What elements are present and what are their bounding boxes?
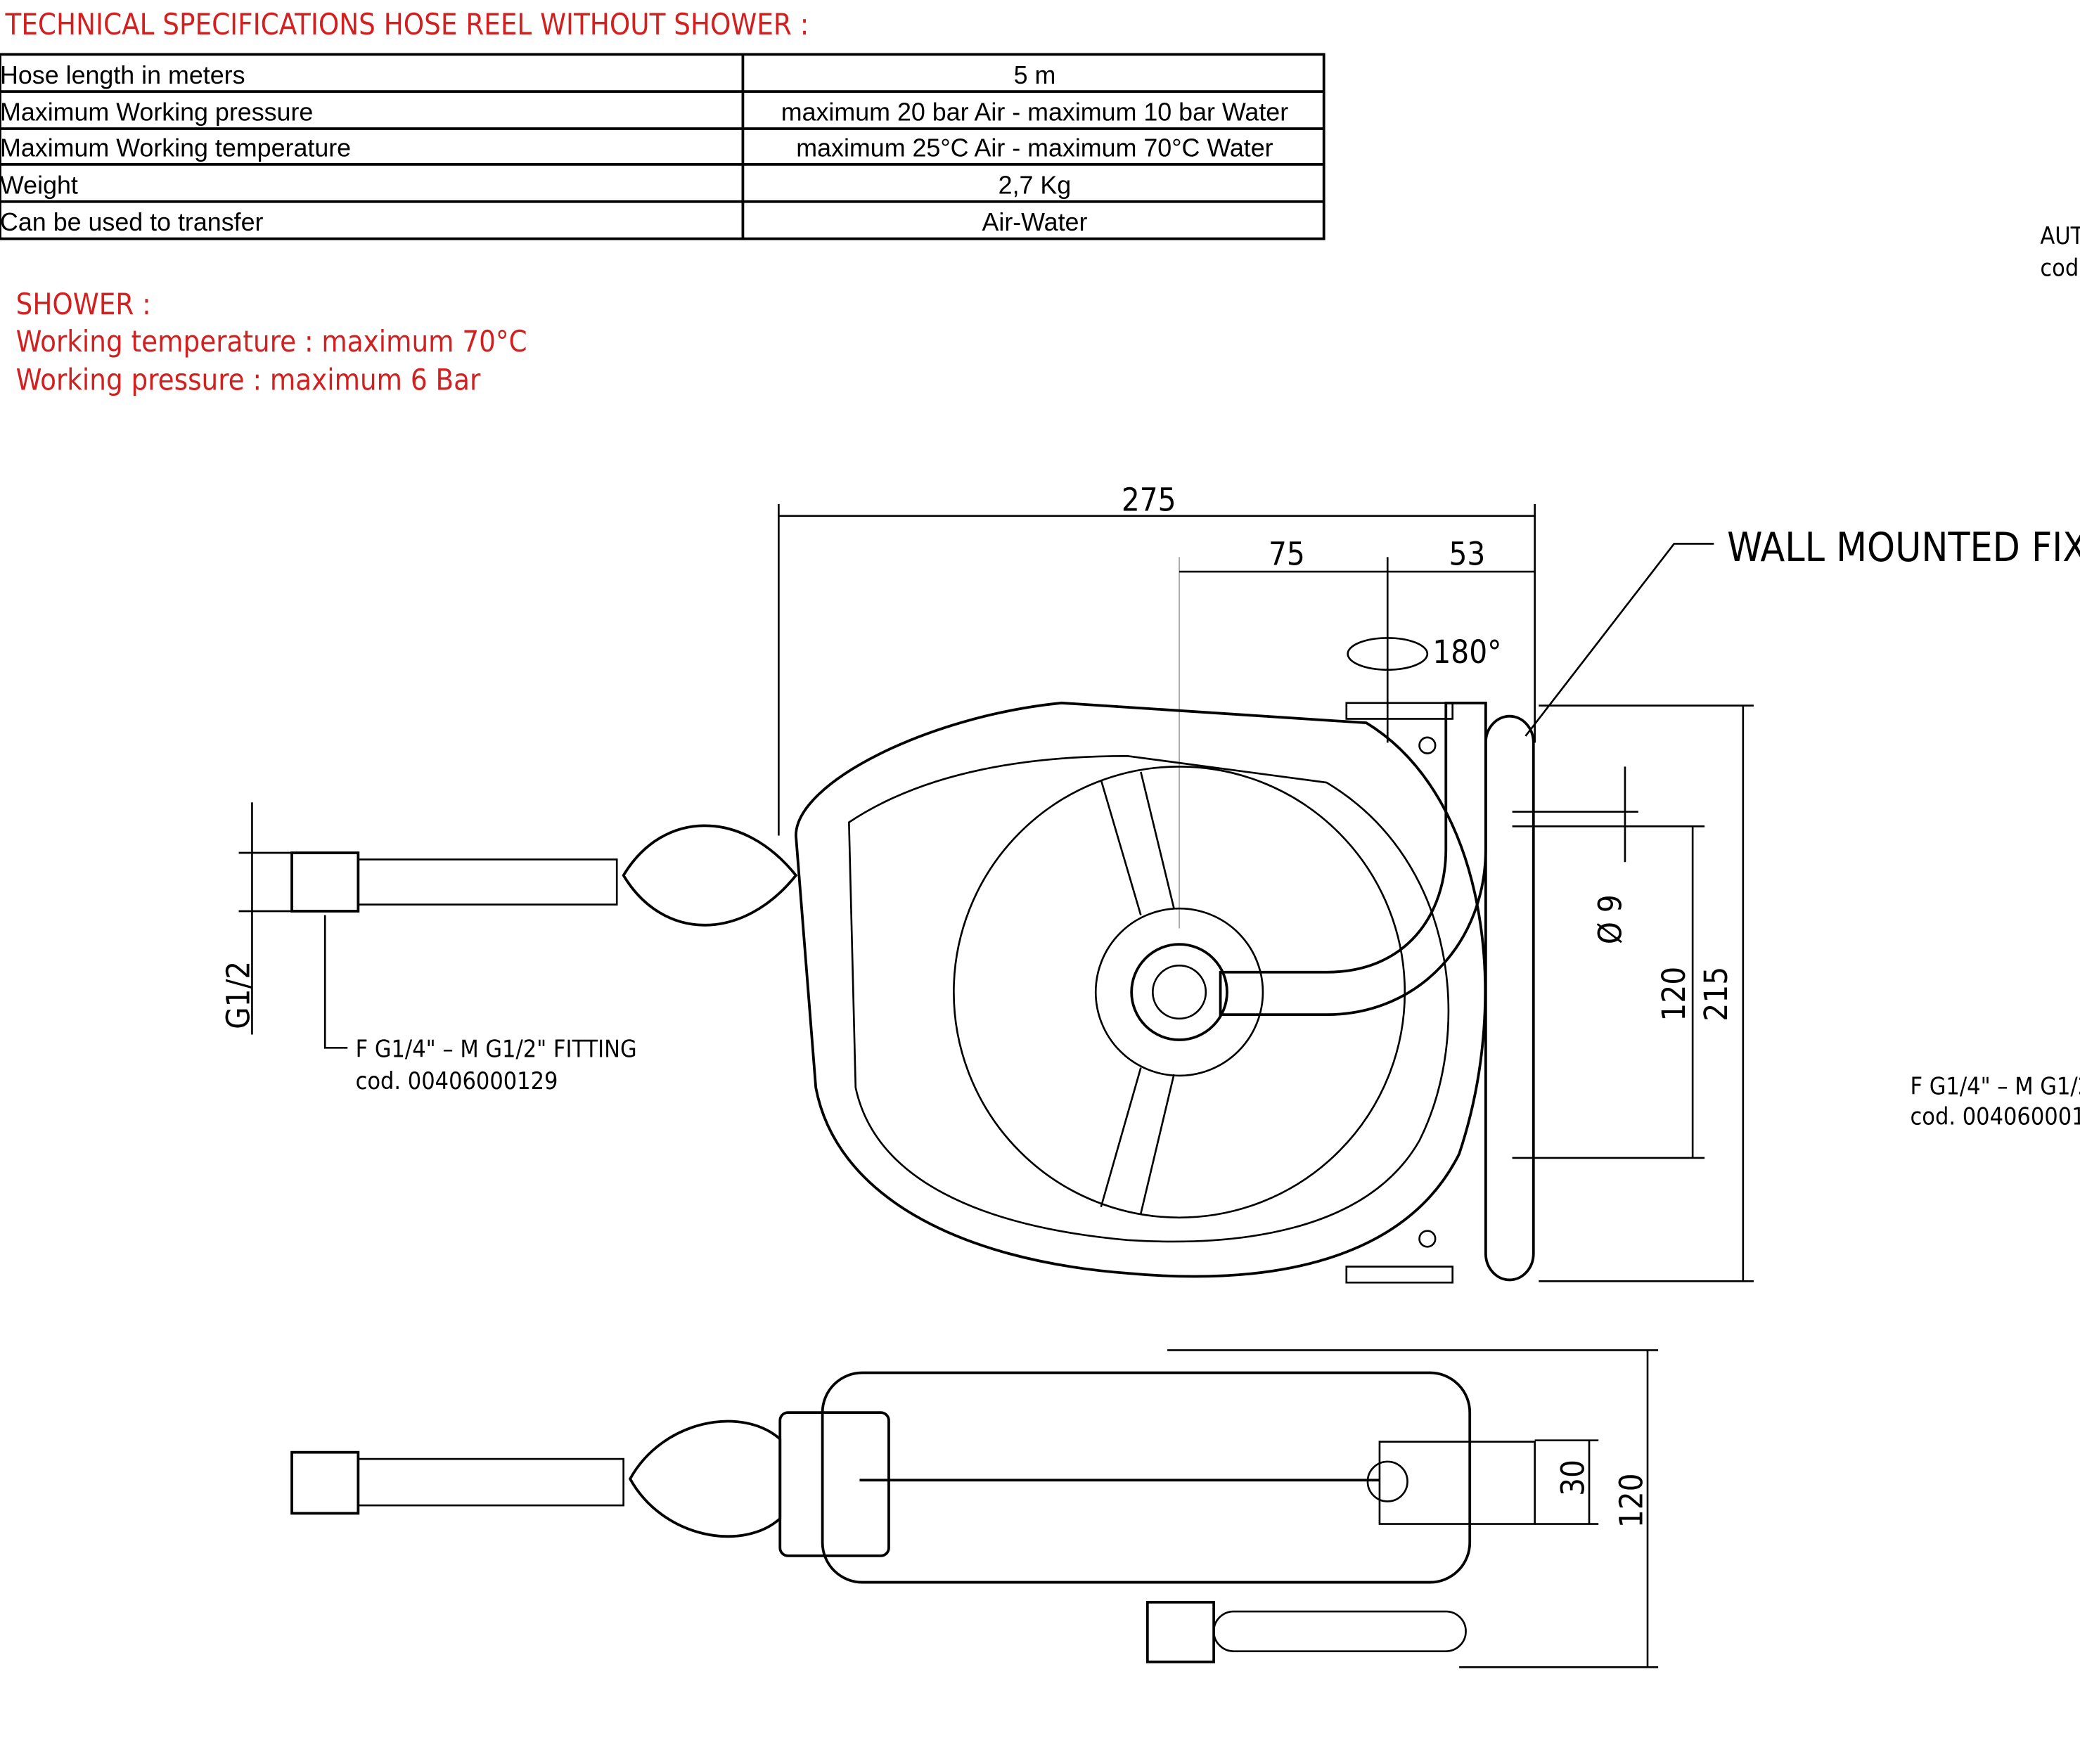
right-fitting-label: F G1/4" – M G1/2" bbox=[1911, 1072, 2080, 1100]
side-note-code: cod. bbox=[2040, 254, 2080, 282]
thread-size: G1/2 bbox=[220, 961, 257, 1029]
rotation-arrow-icon bbox=[1347, 637, 1429, 671]
shower-heading: SHOWER : bbox=[16, 287, 151, 321]
dim-30: 30 bbox=[1554, 1460, 1591, 1496]
spec-value: Air-Water bbox=[982, 208, 1087, 236]
dim-120-side: 120 bbox=[1612, 1473, 1650, 1528]
rotation-label: 180° bbox=[1432, 633, 1501, 671]
spec-label: Maximum Working pressure bbox=[0, 98, 313, 127]
spec-table: Hose length in meters 5 m Maximum Workin… bbox=[0, 53, 1325, 240]
spec-label: Hose length in meters bbox=[0, 61, 245, 89]
hose-reel-front-view: 275 75 53 180° WALL MOUNTED FIXING bbox=[220, 481, 2080, 1284]
spec-value: 2,7 Kg bbox=[999, 171, 1072, 199]
side-note: AUTO bbox=[2040, 222, 2080, 250]
hose-reel-side-view: 30 120 bbox=[290, 1349, 1659, 1668]
spec-value: 5 m bbox=[1014, 61, 1056, 89]
spec-label: Weight bbox=[0, 171, 78, 199]
dim-hole-diameter: Ø 9 bbox=[1591, 894, 1629, 944]
spec-title: TECHNICAL SPECIFICATIONS HOSE REEL WITHO… bbox=[5, 7, 809, 41]
dim-215: 215 bbox=[1697, 967, 1735, 1022]
dim-75: 75 bbox=[1269, 536, 1305, 573]
dim-53: 53 bbox=[1449, 536, 1486, 573]
fitting-code: cod. 00406000129 bbox=[356, 1067, 558, 1095]
spec-value: maximum 25°C Air - maximum 70°C Water bbox=[796, 134, 1273, 162]
dim-total-width: 275 bbox=[1122, 481, 1176, 518]
shower-pressure: Working pressure : maximum 6 Bar bbox=[16, 363, 481, 397]
wall-fixing-label: WALL MOUNTED FIXING bbox=[1727, 524, 2080, 571]
spec-value: maximum 20 bar Air - maximum 10 bar Wate… bbox=[781, 98, 1288, 127]
spec-label: Can be used to transfer bbox=[0, 208, 263, 236]
spec-label: Maximum Working temperature bbox=[0, 134, 351, 162]
fitting-label: F G1/4" – M G1/2" FITTING bbox=[356, 1036, 637, 1064]
shower-temperature: Working temperature : maximum 70°C bbox=[16, 324, 527, 359]
dim-120: 120 bbox=[1655, 967, 1693, 1022]
right-fitting-code: cod. 004060001 29 bbox=[1911, 1103, 2080, 1131]
